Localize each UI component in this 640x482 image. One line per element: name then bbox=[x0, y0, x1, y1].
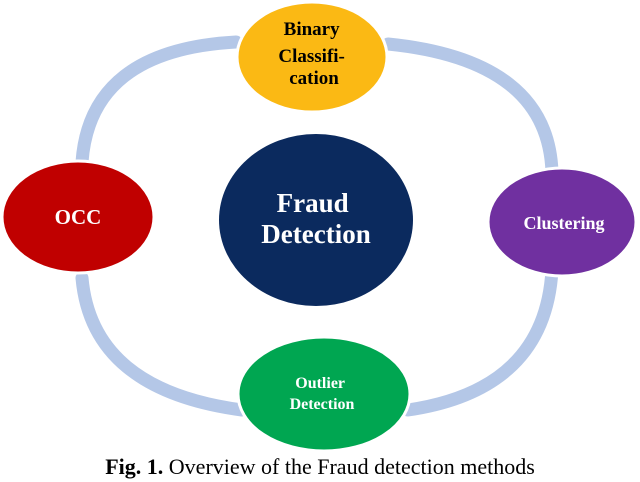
node-binary-classification-line-3: cation bbox=[289, 68, 339, 89]
node-outlier-detection-label: Outlier Detection bbox=[290, 375, 355, 413]
figure-caption-text: Overview of the Fraud detection methods bbox=[163, 454, 535, 479]
node-fraud-detection: Fraud Detection bbox=[219, 134, 413, 306]
node-clustering-shape bbox=[486, 166, 638, 278]
node-binary-classification-shape bbox=[235, 0, 389, 114]
node-occ-line-1: OCC bbox=[55, 205, 102, 229]
node-outlier-detection: Outlier Detection bbox=[236, 335, 412, 453]
node-outlier-detection-line-2: Detection bbox=[290, 396, 355, 413]
connector-ring bbox=[75, 35, 559, 417]
node-clustering: Clustering bbox=[486, 166, 638, 278]
node-fraud-detection-shape bbox=[219, 134, 413, 306]
node-occ-shape bbox=[0, 159, 156, 275]
fraud-detection-diagram: Binary Classifi- cation OCC Clustering O… bbox=[0, 0, 638, 453]
node-fraud-detection-line-2: Detection bbox=[261, 219, 370, 249]
node-occ: OCC bbox=[0, 159, 156, 275]
node-fraud-detection-label: Fraud Detection bbox=[261, 188, 370, 249]
node-binary-classification-label: Binary Classifi- cation bbox=[278, 19, 349, 89]
figure-caption: Fig. 1. Overview of the Fraud detection … bbox=[0, 452, 640, 482]
node-binary-classification: Binary Classifi- cation bbox=[235, 0, 389, 114]
node-clustering-line-1: Clustering bbox=[524, 213, 605, 233]
node-clustering-label: Clustering bbox=[524, 213, 605, 233]
figure-number: Fig. 1. bbox=[105, 454, 164, 479]
node-occ-label: OCC bbox=[55, 205, 102, 229]
node-fraud-detection-line-1: Fraud bbox=[277, 188, 349, 218]
node-binary-classification-line-2: Classifi- bbox=[278, 46, 345, 67]
node-outlier-detection-shape bbox=[236, 335, 412, 453]
node-outlier-detection-line-1: Outlier bbox=[295, 375, 345, 392]
node-binary-classification-line-1: Binary bbox=[284, 19, 340, 40]
